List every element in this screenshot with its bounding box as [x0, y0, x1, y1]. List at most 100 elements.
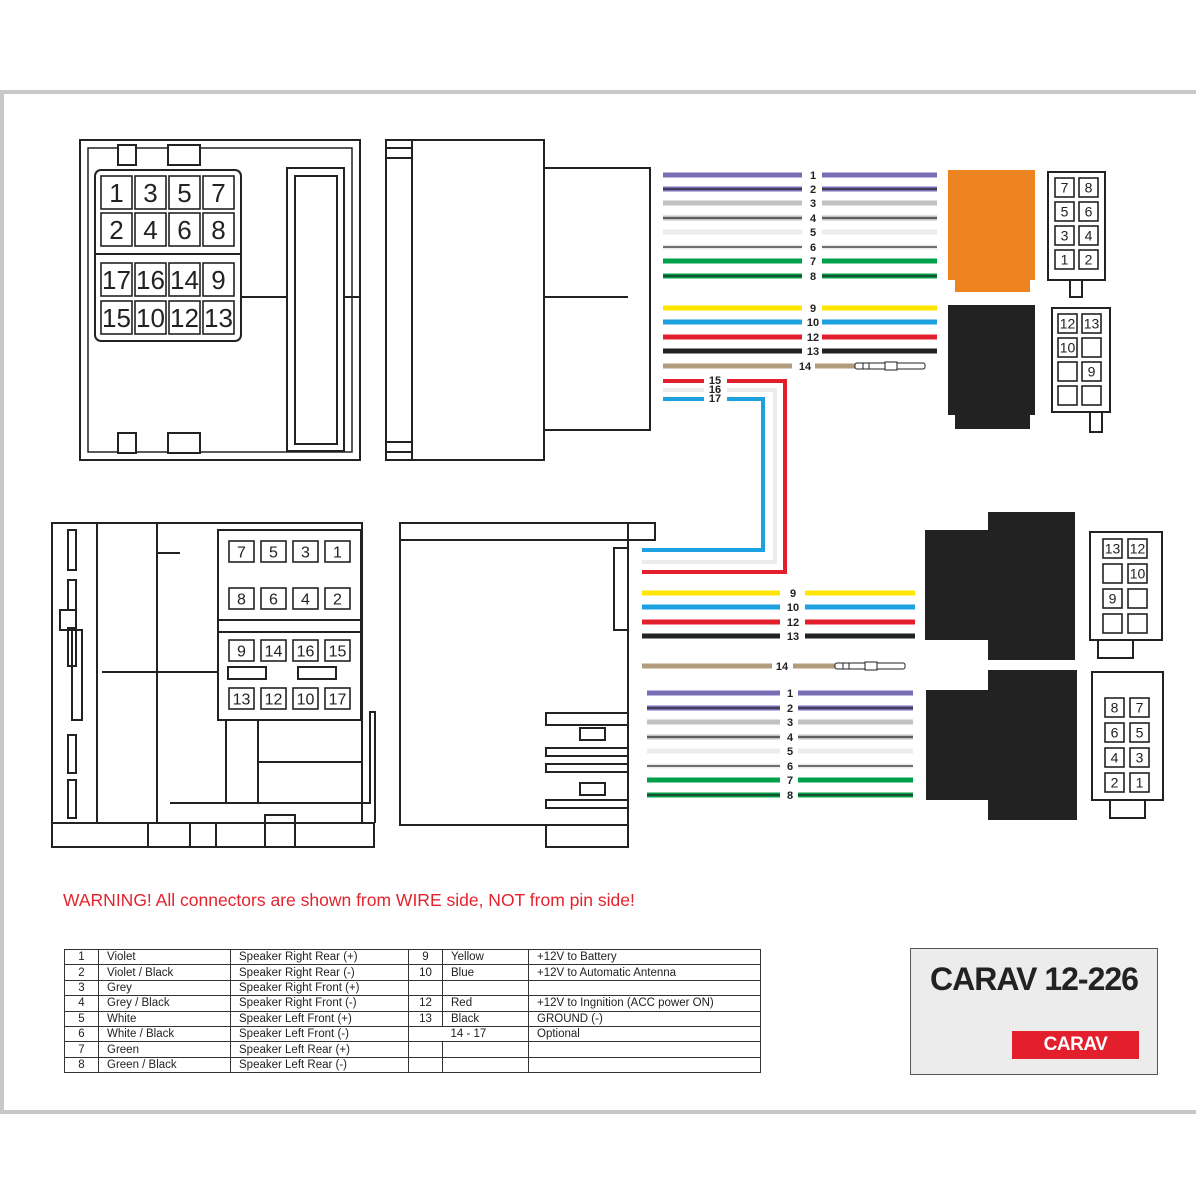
pin-number: [408, 1056, 443, 1074]
pin-cell: [1081, 385, 1102, 406]
function: Speaker Left Front (+): [230, 1010, 409, 1027]
pin-label: 8: [211, 215, 225, 245]
pin-label: 9: [1088, 364, 1096, 380]
wire-pin-label: 5: [787, 746, 793, 758]
pin-label: 13: [1084, 316, 1100, 332]
pin-label: 8: [1085, 180, 1093, 196]
wire-optional-route: [642, 397, 765, 552]
wire-optional-route: [642, 388, 777, 564]
pin-label: 13: [1105, 541, 1121, 557]
wire-pin-label: 5: [810, 227, 816, 239]
wire-color: [442, 1041, 529, 1058]
wire-pin-label: 10: [807, 317, 819, 329]
pin-cell: [202, 175, 235, 210]
wire-pin-label: 12: [787, 617, 799, 629]
pin-number: 13: [408, 1010, 443, 1027]
power-housing-bottom: [1089, 531, 1163, 641]
pin-label: 2: [1111, 775, 1119, 791]
pin-cell: [134, 300, 167, 335]
pin-cell: [168, 300, 201, 335]
pin-number: [408, 979, 443, 997]
pin-cell: [168, 262, 201, 297]
pin-cell: [292, 687, 319, 710]
function: +12V to Automatic Antenna: [528, 964, 761, 981]
function: [528, 1041, 761, 1058]
pin-label: 10: [1130, 566, 1146, 582]
pin-label: 1: [109, 178, 123, 208]
pin-cell: [168, 175, 201, 210]
wire-pin-label: 4: [787, 732, 794, 744]
pin-cell: [1102, 538, 1123, 559]
plug-side-view-bottom: [399, 522, 656, 848]
pin-cell: [1104, 722, 1125, 743]
pin-label: 1: [1136, 775, 1144, 791]
wire-pin-label: 14: [799, 361, 812, 373]
pin-label: 10: [1060, 340, 1076, 356]
pin-cell: [100, 300, 133, 335]
pin-cell: [228, 587, 255, 610]
wire-pin-label: 13: [807, 346, 819, 358]
pin-cell: [1078, 225, 1099, 246]
pin-cell: [1127, 563, 1148, 584]
pin-label: 3: [143, 178, 157, 208]
wire-pin-label: 14: [776, 661, 789, 673]
pin-label: 1: [333, 544, 342, 561]
pin-label: 12: [1130, 541, 1146, 557]
wire-color: Green / Black: [98, 1056, 231, 1074]
function: [528, 979, 761, 997]
pin-label: 5: [269, 544, 278, 561]
wire-pin-label: 13: [787, 631, 799, 643]
pin-label: 5: [1061, 204, 1069, 220]
pin-label: 7: [1061, 180, 1069, 196]
pin-cell: [228, 687, 255, 710]
pin-cell: [1081, 313, 1102, 334]
pin-cell: [1129, 772, 1150, 793]
pin-cell: [1054, 201, 1075, 222]
pin-cell: [1104, 697, 1125, 718]
pin-cell: [202, 262, 235, 297]
wire-pin-label: 17: [709, 393, 721, 405]
power-top-pin-grid: 12 13 10 9: [1057, 313, 1102, 406]
pin-number: 9: [408, 948, 443, 966]
pin-cell: [292, 540, 319, 563]
pin-label: 10: [136, 303, 165, 333]
pin-label: 9: [1109, 591, 1117, 607]
pin-label: 16: [136, 265, 165, 295]
wire-optional-route: [642, 379, 787, 574]
wire-pin-label: 16: [709, 384, 721, 396]
wire-color: Violet / Black: [98, 964, 231, 981]
wire-color: Blue: [442, 964, 529, 981]
wire-pin-label: 3: [810, 198, 816, 210]
pin-cell: [324, 639, 351, 662]
pin-cell: [292, 639, 319, 662]
carav-logo: CARAV: [1012, 1031, 1139, 1059]
pin-label: 12: [1060, 316, 1076, 332]
function: Speaker Right Rear (+): [230, 948, 409, 966]
pin-cell: [202, 300, 235, 335]
function: +12V to Battery: [528, 948, 761, 966]
pin-cell: [1102, 588, 1123, 609]
pin-cell: [1078, 249, 1099, 270]
function: Speaker Left Front (-): [230, 1025, 409, 1043]
pin-cell: [1057, 385, 1078, 406]
pin-cell: [1127, 538, 1148, 559]
pin-number: 4: [64, 995, 99, 1012]
pin-label: 10: [297, 691, 315, 708]
model-title: CARAV 12-226: [930, 961, 1139, 997]
wire-color: Black: [442, 1010, 529, 1027]
wire-color: White: [98, 1010, 231, 1027]
pin-cell: [1078, 177, 1099, 198]
pin-number: 3: [64, 979, 99, 997]
pin-cell: [1127, 613, 1148, 634]
pin-cell: [228, 540, 255, 563]
pin-cell: [1054, 177, 1075, 198]
pin-label: 2: [1085, 252, 1093, 268]
pin-label: 12: [265, 691, 283, 708]
wire-color: Grey / Black: [98, 995, 231, 1012]
pin-label: 6: [1111, 725, 1119, 741]
